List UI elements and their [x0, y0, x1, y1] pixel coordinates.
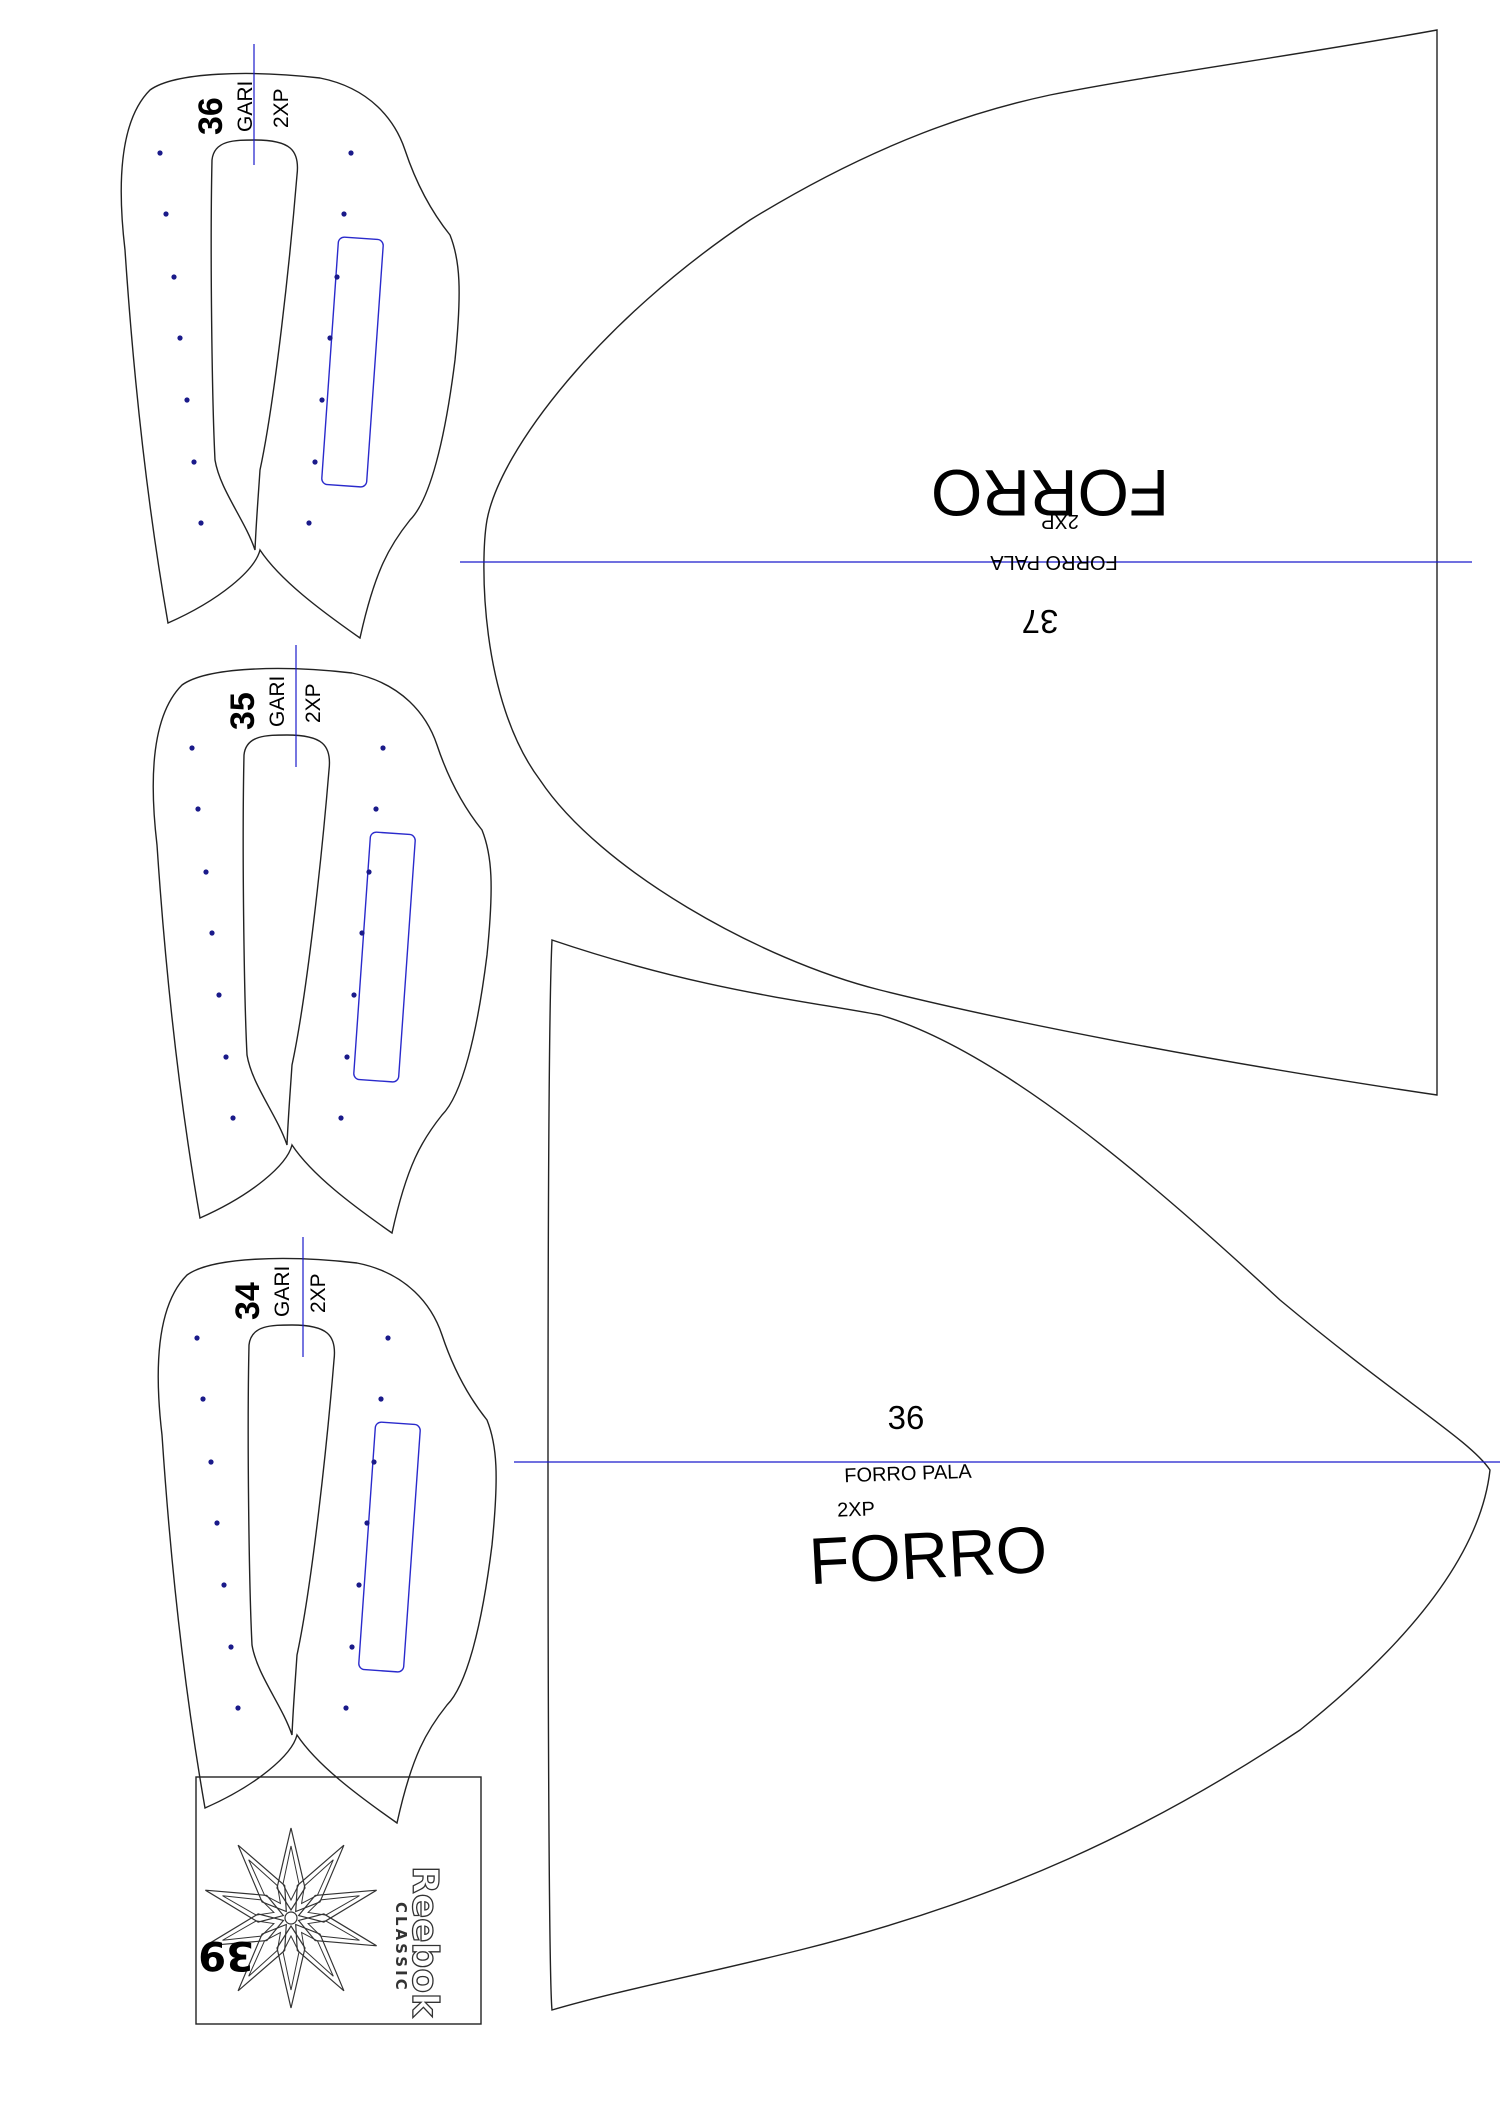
tongue-piece-34: 34 GARI 2XP: [157, 1237, 497, 1825]
label-border: [195, 1776, 482, 2025]
lining-part: FORRO PALA: [844, 1461, 973, 1487]
perforation-dots: [189, 745, 386, 1121]
brand-wordmark: Reebok: [404, 1866, 445, 2018]
lining-name: FORRO: [807, 1512, 1049, 1598]
tongue-part: GARI: [234, 81, 257, 132]
starcrest-icon: [200, 1827, 382, 2009]
lining-name: FORRO: [931, 456, 1169, 530]
tongue-part: GARI: [271, 1266, 294, 1317]
tongue-part: GARI: [266, 676, 289, 727]
perforation-dots: [157, 150, 354, 526]
perforation-dots: [194, 1335, 391, 1711]
label-size: 39: [198, 1932, 254, 1978]
tongue-qty: 2XP: [307, 1273, 330, 1313]
brand-line: CLASSIC: [392, 1902, 410, 1993]
lining-size: 36: [888, 1399, 925, 1436]
lining-piece-37: FORRO 2XP FORRO PALA 37: [460, 29, 1472, 1096]
lining-qty: 2XP: [837, 1498, 876, 1521]
label-piece: Reebok CLASSIC 39: [195, 1776, 482, 2025]
tongue-qty: 2XP: [302, 683, 325, 723]
tongue-piece-36: 36 GARI 2XP: [120, 44, 460, 640]
tongue-piece-35: 35 GARI 2XP: [152, 645, 492, 1235]
lining-piece-36: 36 FORRO PALA 2XP FORRO: [514, 939, 1500, 2011]
tongue-size: 35: [224, 692, 262, 730]
lining-qty: 2XP: [1041, 510, 1079, 532]
tongue-size: 34: [229, 1282, 267, 1320]
lining-size: 37: [1022, 603, 1059, 640]
lining-part: FORRO PALA: [990, 551, 1118, 573]
tongue-size: 36: [192, 97, 230, 135]
tongue-qty: 2XP: [270, 88, 293, 128]
